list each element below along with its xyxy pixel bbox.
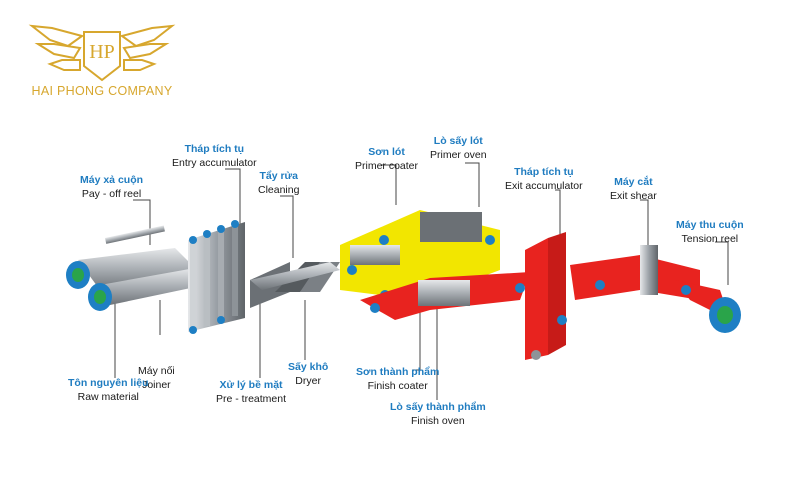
right-wing-icon	[119, 24, 176, 48]
left-wing-icon	[28, 24, 85, 48]
cleaning-tanks-graphic	[250, 262, 340, 308]
label-joiner: Máy nối Joiner	[138, 365, 175, 391]
logo-initials: HP	[89, 41, 115, 63]
entry-accumulator-graphic	[188, 220, 245, 334]
company-logo: HP	[28, 24, 176, 82]
finish-section-graphic	[360, 272, 530, 320]
exit-accumulator-graphic	[525, 232, 567, 360]
company-name: HAI PHONG COMPANY	[31, 84, 173, 98]
tension-reel-graphic	[675, 280, 741, 333]
shield-icon	[83, 31, 121, 82]
pay-off-reel-graphic	[66, 225, 205, 311]
exit-shear-graphic	[570, 245, 700, 300]
